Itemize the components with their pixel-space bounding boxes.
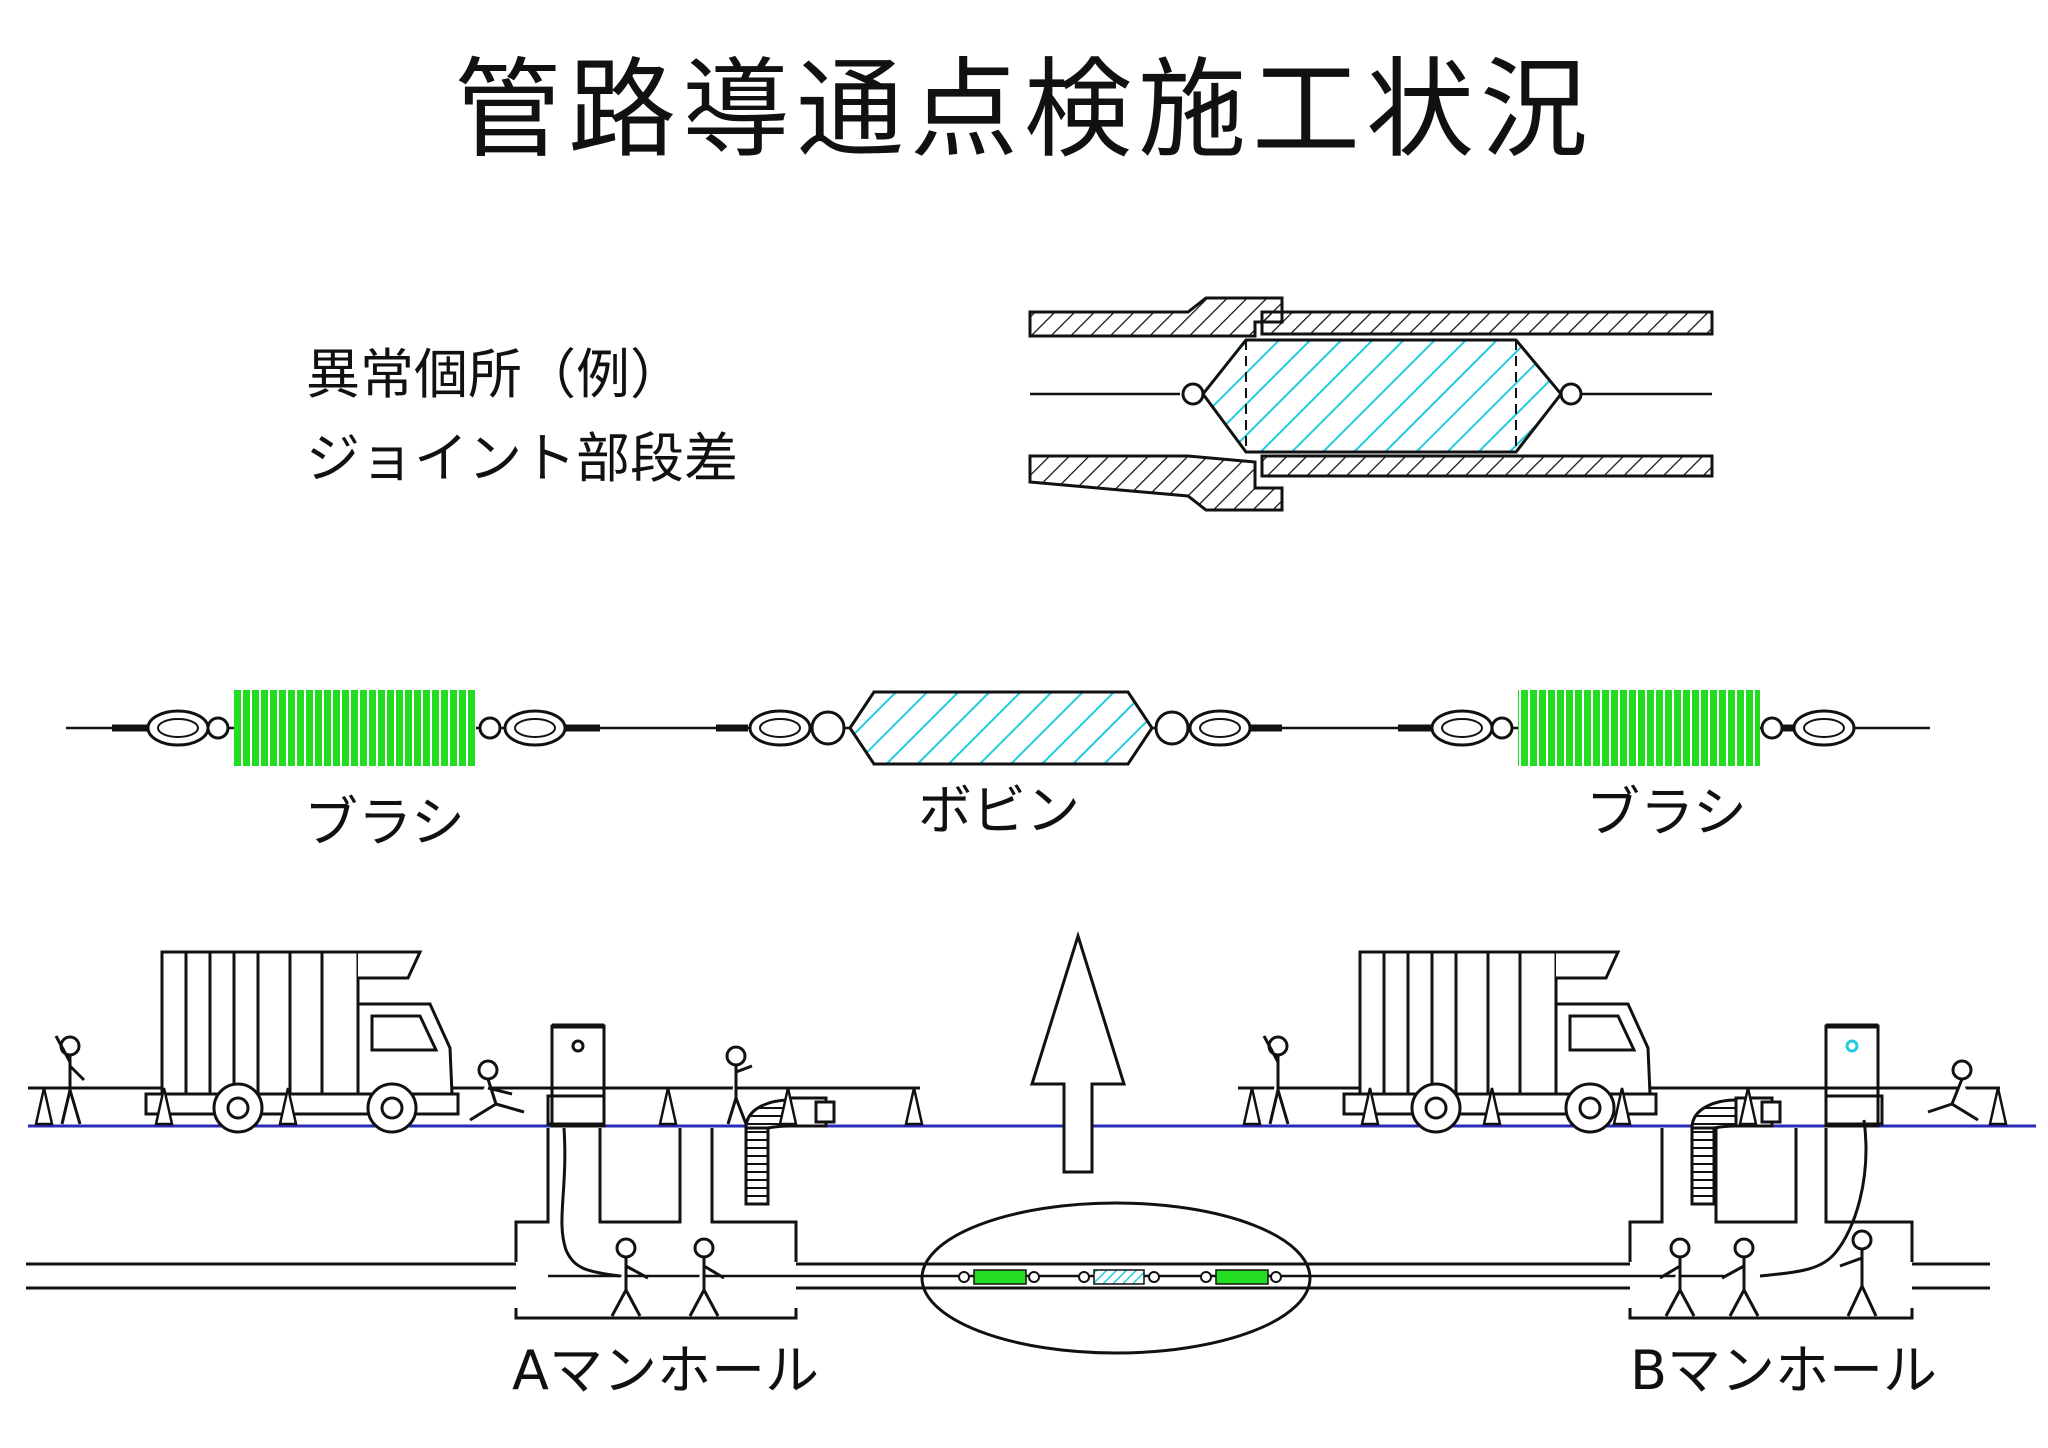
- workers: [54, 1035, 1979, 1317]
- ventilation-duct-b: [1690, 1096, 1782, 1206]
- manhole-a-structure: [514, 1128, 798, 1320]
- shackle-right: [1559, 382, 1583, 406]
- bobbin: [848, 690, 1154, 766]
- joint-offset-detail: [1028, 296, 1714, 512]
- manhole-b-label: Bマンホール: [1630, 1339, 1938, 1402]
- traffic-cones: [34, 1087, 2008, 1126]
- shackle-left: [1181, 382, 1205, 406]
- pipe-wall-left-lower: [1028, 454, 1284, 512]
- manhole-a-label: Aマンホール: [512, 1339, 819, 1402]
- brush-left: [234, 690, 476, 766]
- ventilation-duct-a: [744, 1096, 836, 1206]
- bobbin-label: ボビン: [918, 779, 1080, 842]
- highlight-ellipse: [920, 1201, 1312, 1355]
- pipe-wall-left-upper: [1028, 296, 1284, 338]
- truck-left: [144, 950, 460, 1134]
- brush-right: [1518, 690, 1760, 766]
- page-title: 管路導通点検施工状況: [453, 48, 1594, 173]
- manhole-b-structure: [1628, 1128, 1914, 1320]
- up-arrow-icon: [1029, 930, 1127, 1174]
- pipe-wall-right-lower: [1260, 454, 1714, 478]
- anomaly-label-line2: ジョイント部段差: [306, 427, 738, 490]
- winch-frame-b: [1824, 1023, 1884, 1128]
- pipe-wall-right-upper: [1260, 310, 1714, 336]
- brush-right-label: ブラシ: [1586, 781, 1747, 844]
- truck-right: [1342, 950, 1658, 1134]
- tool-string: [66, 690, 1930, 766]
- duct-tool-string: [958, 1269, 1282, 1285]
- winch-frame-a: [546, 1023, 606, 1128]
- anomaly-label-line1: 異常個所（例）: [306, 343, 684, 406]
- brush-left-label: ブラシ: [304, 791, 465, 854]
- bobbin-stuck: [1201, 338, 1563, 454]
